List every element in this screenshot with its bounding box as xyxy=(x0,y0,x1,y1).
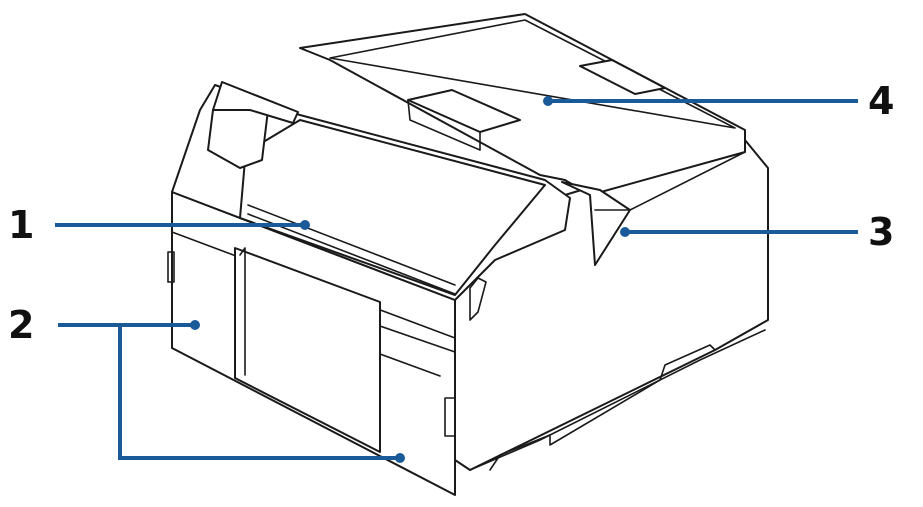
side-cover-box xyxy=(561,181,631,266)
front-left-latch xyxy=(167,251,175,283)
front-seam-line-2 xyxy=(379,325,456,353)
printer-cover-face xyxy=(239,119,546,296)
leader-dot-3 xyxy=(620,227,630,237)
leader-line-2b xyxy=(118,325,400,460)
callout-1: 1 xyxy=(8,203,35,247)
maintenance-cover-handle-edge xyxy=(407,99,481,151)
side-cover-edge xyxy=(594,151,746,211)
leader-dot-2b xyxy=(395,453,405,463)
paper-eject-slit xyxy=(247,204,456,286)
callout-4: 4 xyxy=(868,79,895,123)
front-seam-line-3 xyxy=(379,353,441,377)
roll-paper-cover xyxy=(234,247,381,453)
callout-3: 3 xyxy=(868,210,895,254)
leader-dot-2a xyxy=(190,320,200,330)
control-panel-frame xyxy=(212,81,299,124)
cover-side-handle xyxy=(469,277,487,321)
leader-dot-1 xyxy=(300,220,310,230)
paper-eject-slit-2 xyxy=(247,213,456,295)
rear-handle xyxy=(579,59,666,95)
printer-base-step xyxy=(489,344,716,471)
leader-dot-4 xyxy=(543,96,553,106)
callout-2: 2 xyxy=(8,303,35,347)
roll-paper-cover-slot xyxy=(239,247,246,376)
maintenance-cover-handle xyxy=(407,89,521,133)
printer-base-edge xyxy=(469,329,766,471)
front-right-slot xyxy=(444,397,456,437)
